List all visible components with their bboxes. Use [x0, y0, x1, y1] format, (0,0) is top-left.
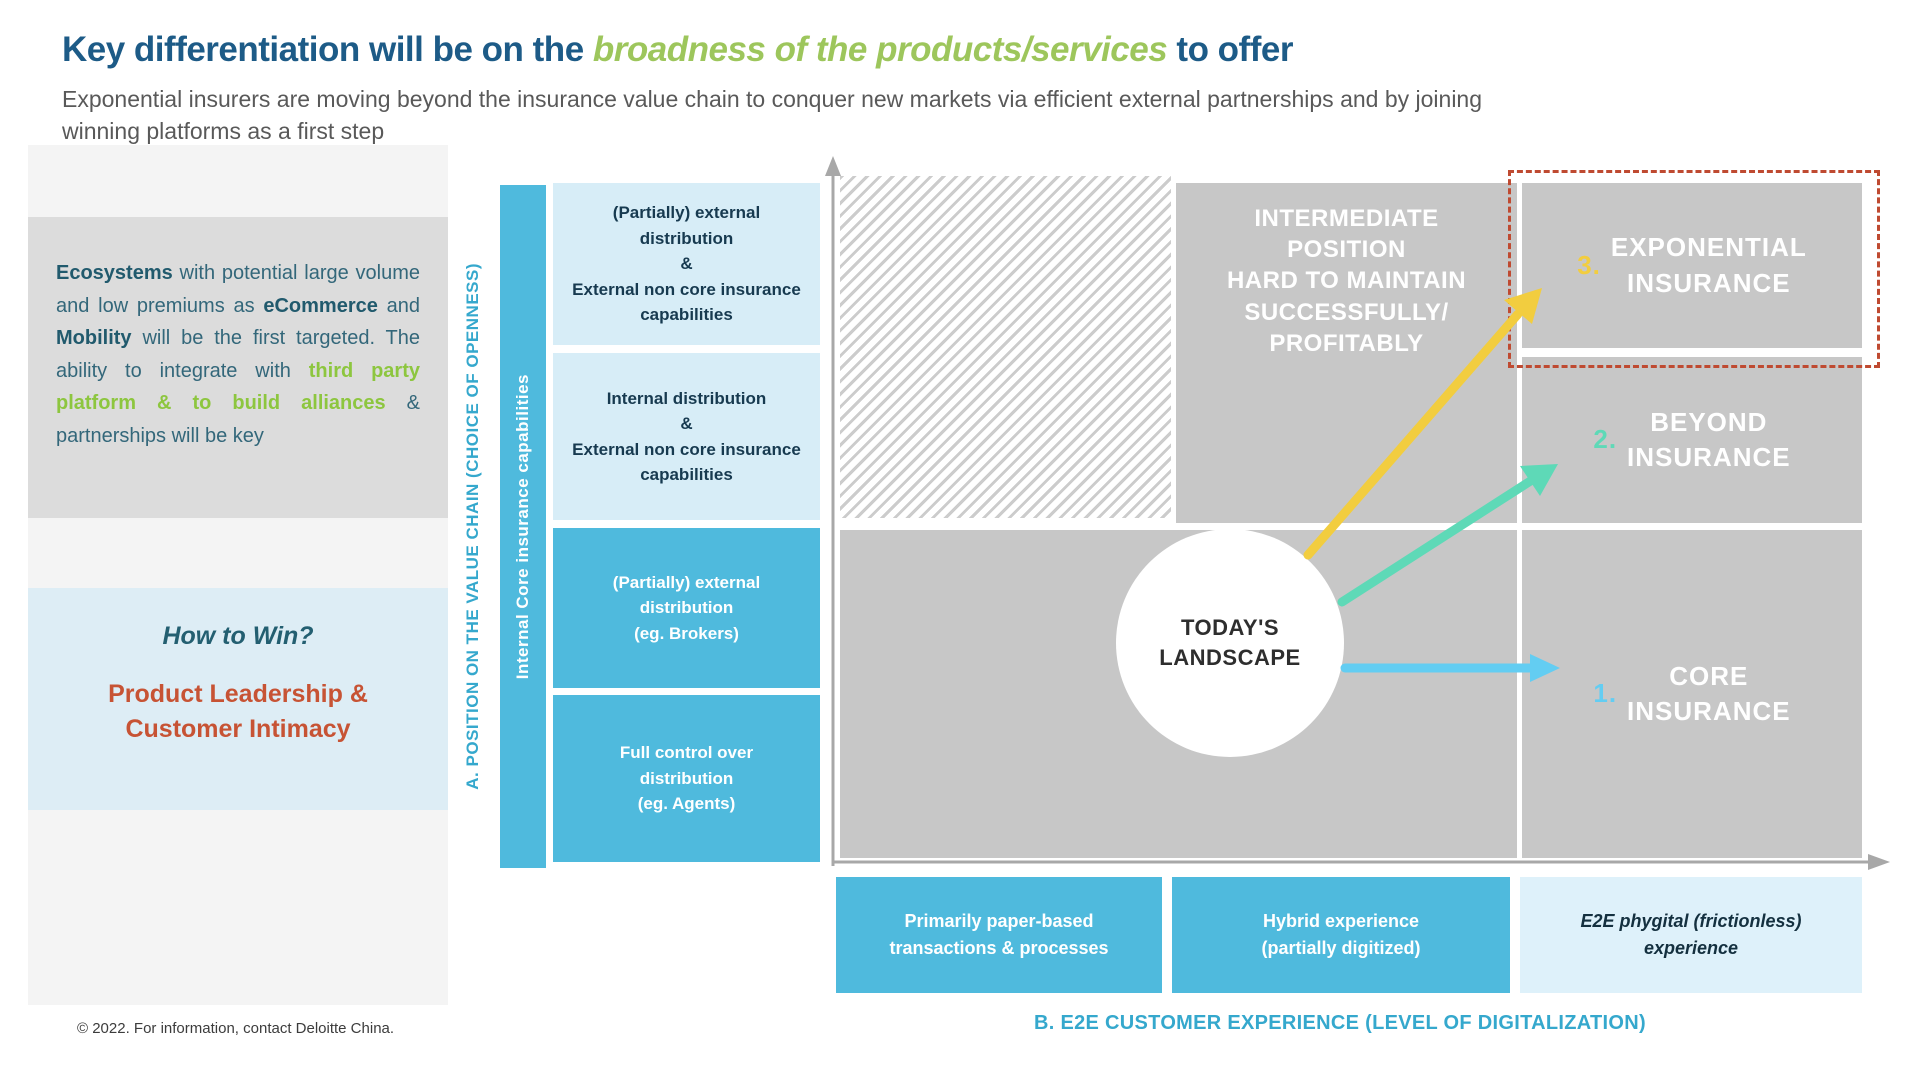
how-to-win-box: How to Win? Product Leadership & Custome… — [28, 588, 448, 810]
beyond-insurance-cell: 2. BEYOND INSURANCE — [1522, 357, 1862, 523]
value-chain-bar: Internal Core insurance capabilities — [500, 185, 546, 868]
left-panel: Ecosystems with potential large volume a… — [28, 145, 448, 1005]
page-title: Key differentiation will be on the broad… — [62, 30, 1293, 70]
openness-level-partially-external-brokers: (Partially) external distribution (eg. B… — [553, 528, 820, 688]
vertical-axis-arrow-icon — [825, 156, 841, 176]
core-number: 1. — [1593, 678, 1618, 709]
digitalization-level-phygital: E2E phygital (frictionless) experience — [1520, 877, 1862, 993]
openness-level-partially-external-noncore: (Partially) external distribution & Exte… — [553, 183, 820, 345]
exponential-label: EXPONENTIAL INSURANCE — [1610, 232, 1807, 298]
how-to-win-answer: Product Leadership & Customer Intimacy — [108, 680, 368, 743]
beyond-number: 2. — [1593, 424, 1618, 455]
intermediate-position-cell: INTERMEDIATE POSITION HARD TO MAINTAIN S… — [1176, 183, 1517, 523]
ecosystems-text: & partnerships will be key — [56, 392, 420, 447]
beyond-label: BEYOND INSURANCE — [1627, 406, 1791, 472]
how-to-win-question: How to Win? — [162, 622, 314, 650]
page-subtitle: Exponential insurers are moving beyond t… — [62, 86, 1483, 144]
title-part2: to offer — [1167, 30, 1293, 69]
core-insurance-cell: 1. CORE INSURANCE — [1522, 530, 1862, 858]
value-chain-bar-label: Internal Core insurance capabilities — [513, 373, 532, 680]
ecommerce-term: eCommerce — [263, 294, 378, 317]
ecosystems-text: will be the first targeted. The ability … — [56, 327, 420, 382]
axis-a-label: A. POSITION ON THE VALUE CHAIN (CHOICE O… — [452, 185, 494, 868]
digitalization-level-paper: Primarily paper-based transactions & pro… — [836, 877, 1162, 993]
axis-a-text: A. POSITION ON THE VALUE CHAIN (CHOICE O… — [463, 263, 482, 790]
ecosystems-text: with potential large volume and low prem… — [56, 262, 420, 317]
third-party-highlight: third party platform & to build alliance… — [56, 359, 420, 415]
todays-landscape-circle: TODAY'S LANDSCAPE — [1116, 529, 1344, 757]
ecosystems-term: Ecosystems — [56, 262, 173, 284]
copyright-note: © 2022. For information, contact Deloitt… — [77, 1020, 395, 1037]
exponential-number: 3. — [1577, 249, 1601, 280]
openness-level-full-control-agents: Full control over distribution (eg. Agen… — [553, 695, 820, 862]
mobility-term: Mobility — [56, 327, 132, 350]
openness-level-internal-noncore: Internal distribution & External non cor… — [553, 353, 820, 520]
ecosystems-callout: Ecosystems with potential large volume a… — [28, 217, 448, 518]
horizontal-axis-arrow-icon — [1868, 854, 1890, 870]
axis-b-label: B. E2E CUSTOMER EXPERIENCE (LEVEL OF DIG… — [1034, 1012, 1646, 1034]
exponential-highlight-frame — [1508, 170, 1880, 368]
core-label: CORE INSURANCE — [1627, 660, 1791, 726]
title-highlight: broadness of the products/services — [592, 30, 1168, 69]
ecosystems-text: and — [377, 294, 420, 317]
hatched-empty-quadrant — [840, 176, 1171, 518]
digitalization-level-hybrid: Hybrid experience (partially digitized) — [1172, 877, 1510, 993]
title-part1: Key differentiation will be on the — [62, 30, 593, 69]
exponential-insurance-cell: 3. EXPONENTIAL INSURANCE — [1522, 183, 1862, 348]
